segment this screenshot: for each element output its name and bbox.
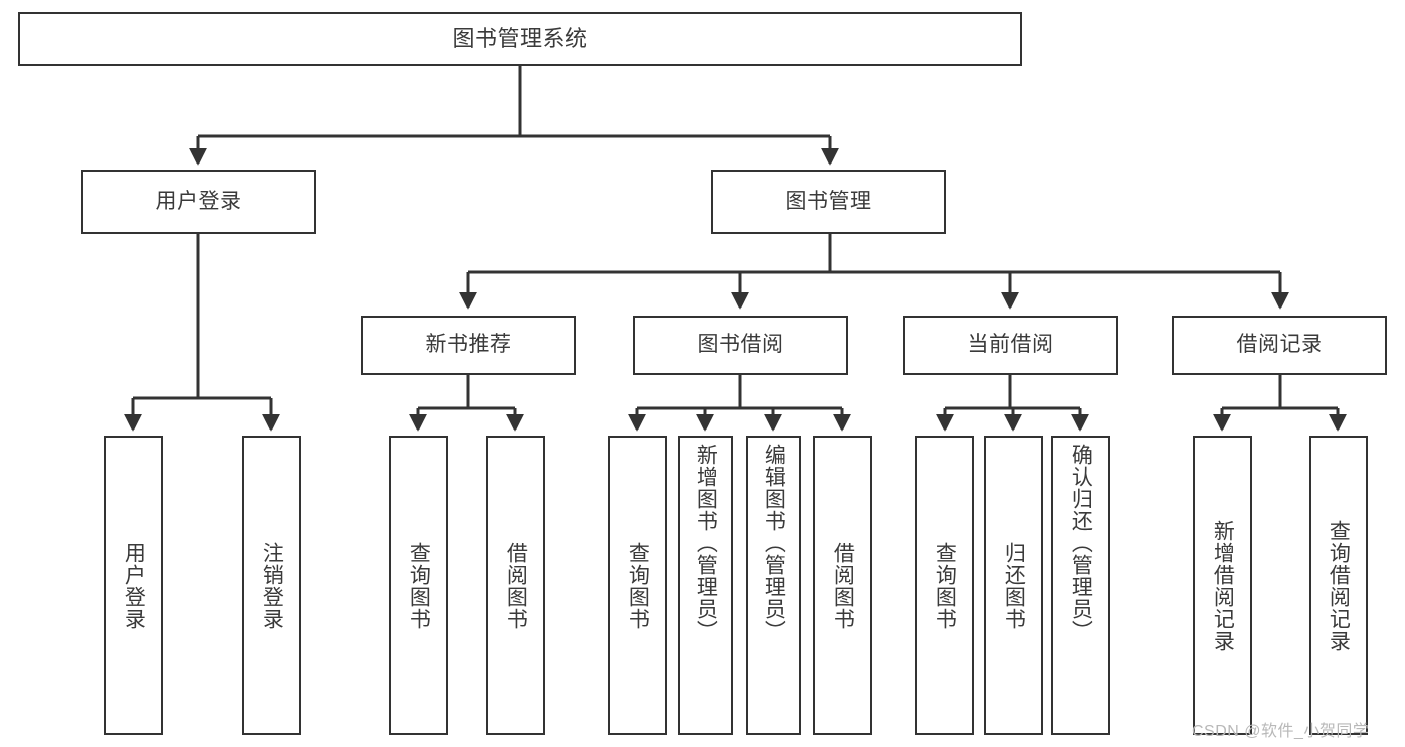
leaf-user-login-signout-label: 注销登录 bbox=[260, 541, 284, 630]
leaf-record-add-label: 新增借阅记录 bbox=[1211, 519, 1235, 652]
leaf-new-book-borrow[interactable]: 借阅图书 bbox=[486, 436, 545, 735]
leaf-borrow-add-book[interactable]: 新增图书（管理员） bbox=[678, 436, 733, 735]
node-book-management[interactable]: 图书管理 bbox=[711, 170, 946, 234]
leaf-current-confirm-return[interactable]: 确认归还（管理员） bbox=[1051, 436, 1110, 735]
leaf-new-book-query[interactable]: 查询图书 bbox=[389, 436, 448, 735]
leaf-borrow-borrow-book-label: 借阅图书 bbox=[831, 541, 855, 630]
node-root-system[interactable]: 图书管理系统 bbox=[18, 12, 1022, 66]
leaf-new-book-borrow-label: 借阅图书 bbox=[504, 541, 528, 630]
node-new-book-recommend[interactable]: 新书推荐 bbox=[361, 316, 576, 375]
leaf-current-query-book-label: 查询图书 bbox=[933, 541, 957, 630]
leaf-borrow-add-book-label: 新增图书（管理员） bbox=[694, 444, 718, 642]
leaf-borrow-query-book-label: 查询图书 bbox=[626, 541, 650, 630]
node-borrow-record-label: 借阅记录 bbox=[1236, 333, 1323, 357]
leaf-user-login-signin-label: 用户登录 bbox=[122, 541, 146, 630]
node-user-login[interactable]: 用户登录 bbox=[81, 170, 316, 234]
leaf-current-confirm-return-label: 确认归还（管理员） bbox=[1069, 444, 1093, 642]
leaf-borrow-edit-book-label: 编辑图书（管理员） bbox=[762, 444, 786, 642]
leaf-user-login-signout[interactable]: 注销登录 bbox=[242, 436, 301, 735]
leaf-borrow-query-book[interactable]: 查询图书 bbox=[608, 436, 667, 735]
node-book-borrow[interactable]: 图书借阅 bbox=[633, 316, 848, 375]
leaf-record-query[interactable]: 查询借阅记录 bbox=[1309, 436, 1368, 735]
node-root-system-label: 图书管理系统 bbox=[452, 26, 588, 52]
leaf-record-add[interactable]: 新增借阅记录 bbox=[1193, 436, 1252, 735]
leaf-borrow-edit-book[interactable]: 编辑图书（管理员） bbox=[746, 436, 801, 735]
node-borrow-record[interactable]: 借阅记录 bbox=[1172, 316, 1387, 375]
node-user-login-label: 用户登录 bbox=[155, 189, 242, 213]
node-book-management-label: 图书管理 bbox=[785, 189, 872, 213]
leaf-current-return-book[interactable]: 归还图书 bbox=[984, 436, 1043, 735]
leaf-current-return-book-label: 归还图书 bbox=[1002, 541, 1026, 630]
leaf-user-login-signin[interactable]: 用户登录 bbox=[104, 436, 163, 735]
node-book-borrow-label: 图书借阅 bbox=[697, 333, 784, 357]
node-new-book-recommend-label: 新书推荐 bbox=[425, 333, 512, 357]
leaf-current-query-book[interactable]: 查询图书 bbox=[915, 436, 974, 735]
csdn-watermark: CSDN @软件_小贺同学 bbox=[1192, 723, 1370, 740]
leaf-record-query-label: 查询借阅记录 bbox=[1327, 519, 1351, 652]
node-current-borrow[interactable]: 当前借阅 bbox=[903, 316, 1118, 375]
node-current-borrow-label: 当前借阅 bbox=[967, 333, 1054, 357]
leaf-borrow-borrow-book[interactable]: 借阅图书 bbox=[813, 436, 872, 735]
leaf-new-book-query-label: 查询图书 bbox=[407, 541, 431, 630]
